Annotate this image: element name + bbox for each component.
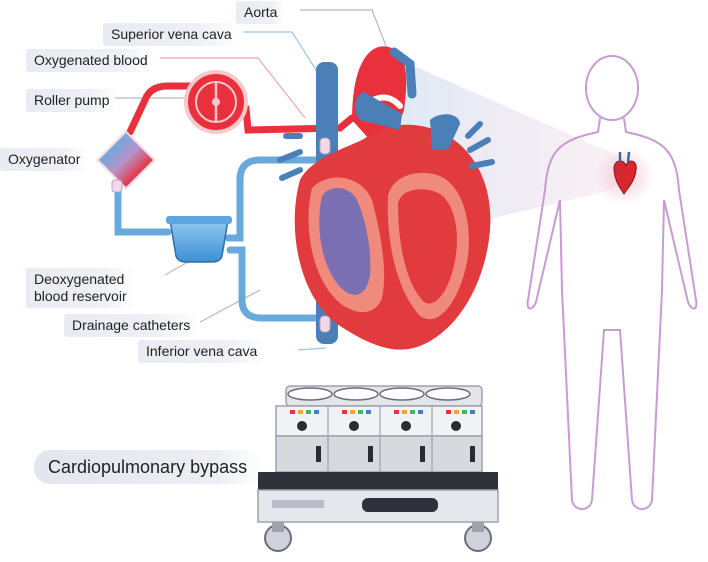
bypass-machine-icon [257,385,499,552]
label-deoxygenated-blood-reservoir: Deoxygenated blood reservoir [26,268,135,308]
catheter-connectors [111,137,331,333]
label-aorta: Aorta [236,1,286,24]
oxygenator-icon [96,130,156,190]
human-body-icon [526,55,698,510]
label-superior-vena-cava: Superior vena cava [103,23,240,46]
arterial-tubing [126,82,356,136]
label-cardiopulmonary-bypass: Cardiopulmonary bypass [34,450,262,484]
label-roller-pump: Roller pump [26,89,118,112]
reservoir-icon [166,216,232,263]
indicator-lights [290,410,475,414]
heart-icon [277,47,495,350]
label-oxygenated-blood: Oxygenated blood [26,49,156,72]
label-drainage-catheters: Drainage catheters [64,314,199,337]
label-inferior-vena-cava: Inferior vena cava [138,340,266,363]
label-oxygenator: Oxygenator [0,148,89,171]
roller-pump-icon [184,70,248,134]
small-heart-icon [613,151,637,195]
